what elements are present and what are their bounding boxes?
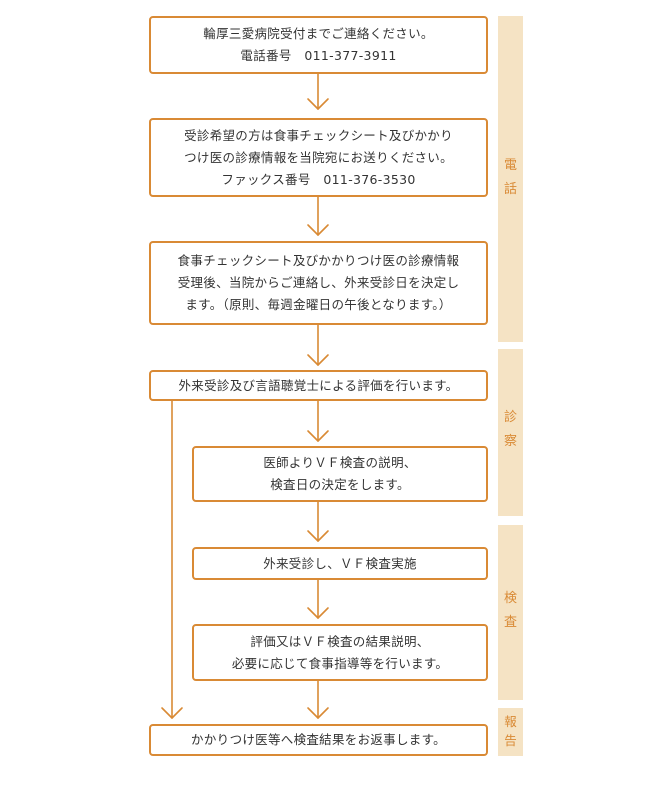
step-7-results-explanation: 評価又はＶＦ検査の結果説明、 必要に応じて食事指導等を行います。 [192, 624, 488, 681]
step-3-line-2: 受理後、当院からご連絡し、外来受診日を決定し [177, 275, 460, 290]
arrow-step4-to-step8-bypass [161, 400, 183, 719]
arrow-step1-to-step2 [307, 73, 329, 110]
step-6-line-1: 外来受診し、ＶＦ検査実施 [263, 555, 417, 571]
step-8-line-1: かかりつけ医等へ検査結果をお返事します。 [191, 732, 446, 747]
phase-label-consultation: 診 察 [503, 410, 517, 449]
phase-label-report: 報 告 [504, 714, 517, 748]
arrow-step5-to-step6 [307, 501, 329, 542]
step-7-line-1: 評価又はＶＦ検査の結果説明、 [250, 633, 430, 649]
arrow-step3-to-step4 [307, 324, 329, 366]
step-4-evaluation: 外来受診及び言語聴覚士による評価を行います。 [149, 370, 488, 401]
step-5-line-1: 医師よりＶＦ検査の説明、 [263, 455, 417, 470]
step-1-line-1: 輪厚三愛病院受付までご連絡ください。 [203, 26, 434, 41]
step-5-line-2: 検査日の決定をします。 [270, 477, 410, 492]
phase-bar-phone: 電 話 [498, 16, 523, 342]
step-1-phone-contact: 輪厚三愛病院受付までご連絡ください。 電話番号 011-377-3911 [149, 16, 488, 74]
step-8-report-to-doctor: かかりつけ医等へ検査結果をお返事します。 [149, 724, 488, 756]
arrow-step4-to-step5 [307, 400, 329, 442]
phase-label-phone: 電 話 [503, 158, 517, 197]
step-2-line-1: 受診希望の方は食事チェックシート及びかかり [184, 127, 453, 143]
step-7-line-2: 必要に応じて食事指導等を行います。 [231, 655, 449, 671]
step-4-line-1: 外来受診及び言語聴覚士による評価を行います。 [178, 377, 459, 393]
arrow-step6-to-step7 [307, 579, 329, 619]
step-2-line-3: ファックス番号 011-376-3530 [221, 171, 416, 187]
step-2-send-documents: 受診希望の方は食事チェックシート及びかかり つけ医の診療情報を当院宛にお送りくだ… [149, 118, 488, 197]
arrow-step7-to-step8 [307, 680, 329, 719]
phase-bar-examination: 検 査 [498, 525, 523, 700]
step-3-decide-visit-date: 食事チェックシート及びかかりつけ医の診療情報 受理後、当院からご連絡し、外来受診… [149, 241, 488, 325]
step-6-vf-exam: 外来受診し、ＶＦ検査実施 [192, 547, 488, 580]
step-5-vf-explanation: 医師よりＶＦ検査の説明、 検査日の決定をします。 [192, 446, 488, 502]
phase-label-examination: 検 査 [503, 591, 517, 630]
step-2-line-2: つけ医の診療情報を当院宛にお送りください。 [184, 149, 453, 165]
step-3-line-1: 食事チェックシート及びかかりつけ医の診療情報 [177, 253, 460, 268]
arrow-step2-to-step3 [307, 196, 329, 236]
phase-bar-consultation: 診 察 [498, 349, 523, 516]
phase-bar-report: 報 告 [498, 708, 523, 756]
step-3-line-3: ます。（原則、毎週金曜日の午後となります。） [185, 297, 452, 312]
step-1-line-2: 電話番号 011-377-3911 [240, 48, 397, 63]
